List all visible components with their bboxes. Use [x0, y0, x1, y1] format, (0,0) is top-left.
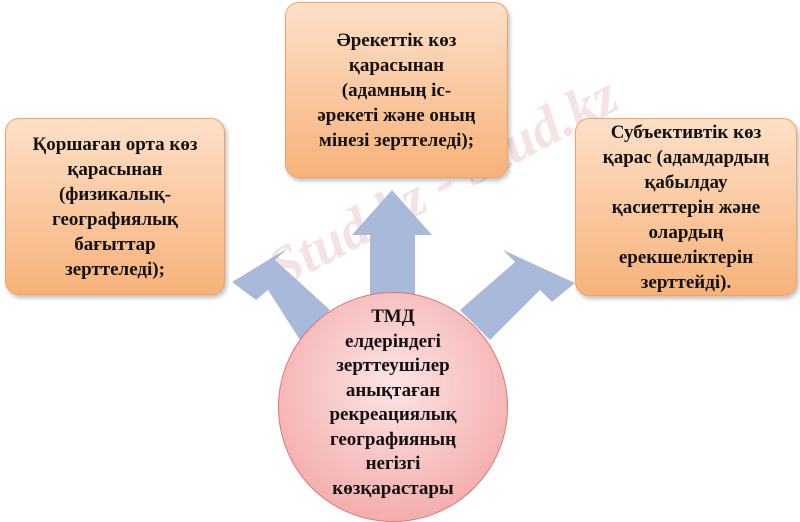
top-box-text: Әрекеттік көз қарасынан (адамның іс- әре… [317, 29, 476, 151]
left-box: Қоршаған орта көз қарасынан (физикалық- … [5, 118, 225, 295]
top-box: Әрекеттік көз қарасынан (адамның іс- әре… [285, 2, 508, 178]
center-text: ТМД елдеріндегі зерттеушілер анықтаған р… [329, 306, 457, 499]
arrow-right [460, 250, 575, 340]
right-box-text: Субъективтік көз қарас (адамдардың қабыл… [602, 121, 770, 293]
arrow-left [232, 248, 330, 340]
center-circle: ТМД елдеріндегі зерттеушілер анықтаған р… [278, 292, 508, 522]
arrow-up [352, 190, 432, 300]
right-box: Субъективтік көз қарас (адамдардың қабыл… [575, 118, 797, 296]
left-box-text: Қоршаған орта көз қарасынан (физикалық- … [32, 133, 198, 280]
